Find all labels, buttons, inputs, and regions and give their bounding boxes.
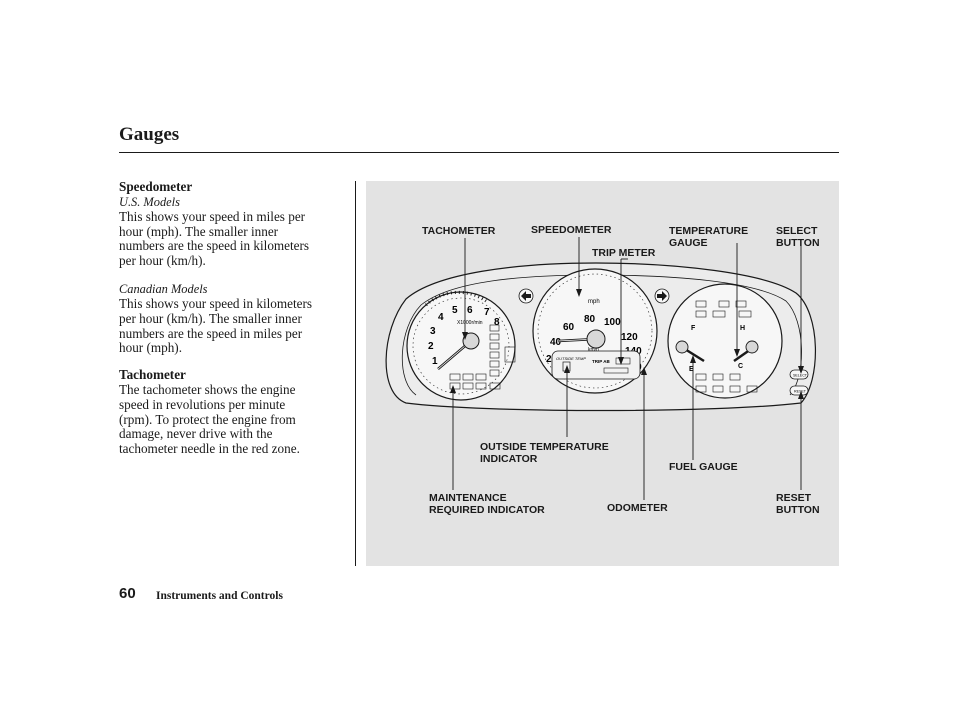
callout-temperature-gauge: TEMPERATURE (669, 225, 748, 237)
speed-number: 100 (604, 317, 621, 328)
fuel-e-label: E (689, 366, 694, 373)
speedometer-gauge: 20 40 60 80 100 120 140 160 mph km/h OUT… (532, 268, 658, 394)
title-rule (119, 152, 839, 153)
text-line: (rpm). To protect the engine from (119, 411, 296, 427)
callout-select-button: BUTTON (776, 237, 820, 249)
callout-trip-meter: TRIP METER (592, 247, 656, 259)
speed-number: 80 (584, 314, 596, 325)
text-line: hour (mph). (119, 340, 182, 356)
turn-signal-right-icon (654, 288, 670, 304)
speed-unit-mph: mph (588, 299, 600, 305)
svg-text:SELECT: SELECT (793, 374, 808, 378)
fuel-hub (675, 340, 689, 354)
tach-hub (462, 332, 480, 350)
text-line: per hour (km/h). The smaller inner (119, 310, 302, 326)
callout-reset-button: RESET (776, 492, 812, 504)
warning-lights-left (449, 324, 516, 390)
svg-text:RESET: RESET (794, 390, 807, 394)
temp-h-label: H (740, 325, 745, 332)
speed-number: 60 (563, 322, 575, 333)
trip-label: TRIP AB (592, 359, 611, 364)
canadian-models-label: Canadian Models (119, 281, 208, 296)
callout-outside-temp: OUTSIDE TEMPERATURE (480, 441, 609, 453)
fuel-temp-gauge: F E H C (667, 283, 783, 399)
text-line: speed in revolutions per minute (119, 396, 286, 412)
us-models-label: U.S. Models (119, 194, 180, 209)
callout-lines (452, 237, 802, 500)
callout-outside-temp: INDICATOR (480, 453, 538, 465)
tach-number: 8 (494, 317, 500, 328)
fuel-f-label: F (691, 325, 696, 332)
temp-c-label: C (738, 363, 743, 370)
tach-number: 2 (428, 341, 434, 352)
speed-hub (586, 329, 606, 349)
speedometer-heading: Speedometer (119, 179, 193, 194)
page-number: 60 (119, 585, 136, 602)
text-line: damage, never drive with the (119, 426, 273, 442)
callout-select-button: SELECT (776, 225, 818, 237)
speed-number: 120 (621, 332, 638, 343)
speedometer-canada-text: This shows your speed in kilometers per … (119, 295, 351, 356)
section-name: Instruments and Controls (156, 590, 283, 602)
text-line: The tachometer shows the engine (119, 381, 296, 397)
tachometer-heading: Tachometer (119, 367, 186, 383)
reset-button[interactable]: RESET (789, 385, 809, 396)
callout-tachometer: TACHOMETER (422, 225, 496, 237)
text-line: per hour (km/h). (119, 253, 206, 269)
text-line: numbers are the speed in kilometers (119, 238, 310, 254)
callout-maintenance: REQUIRED INDICATOR (429, 504, 545, 516)
speed-unit-kmh: km/h (588, 347, 599, 353)
column-divider (355, 181, 356, 566)
left-column: Speedometer U.S. Models This shows your … (119, 179, 351, 457)
outside-temp-label: OUTSIDE TEMP (556, 356, 586, 361)
tach-number: 5 (452, 305, 458, 316)
callout-arrowheads (450, 289, 804, 399)
instrument-panel-figure: 1 2 3 4 5 6 7 8 X1000r/min (366, 181, 839, 566)
speed-number: 40 (550, 337, 562, 348)
tach-number: 4 (438, 312, 444, 323)
callout-temperature-gauge: GAUGE (669, 237, 708, 249)
tach-number: 7 (484, 307, 490, 318)
temp-hub (745, 340, 759, 354)
tach-unit: X1000r/min (457, 320, 483, 326)
text-line: tachometer needle in the red zone. (119, 441, 300, 457)
text-line: This shows your speed in kilometers (119, 295, 313, 311)
text-line: This shows your speed in miles per (119, 208, 306, 224)
tach-number: 1 (432, 356, 438, 367)
select-button[interactable]: SELECT (789, 369, 809, 380)
callout-labels: TACHOMETER SPEEDOMETER TRIP METER TEMPER… (422, 224, 820, 516)
text-line: hour (mph). The smaller inner (119, 223, 279, 239)
tachometer-text: The tachometer shows the engine speed in… (119, 381, 351, 457)
tachometer-gauge: 1 2 3 4 5 6 7 8 X1000r/min (406, 290, 516, 401)
turn-signal-left-icon (518, 288, 534, 304)
tach-number: 6 (467, 305, 473, 316)
callout-speedometer: SPEEDOMETER (531, 224, 612, 236)
callout-reset-button: BUTTON (776, 504, 820, 516)
callout-fuel-gauge: FUEL GAUGE (669, 461, 738, 473)
speedometer-us-text: This shows your speed in miles per hour … (119, 208, 351, 269)
callout-maintenance: MAINTENANCE (429, 492, 507, 504)
tach-number: 3 (430, 326, 436, 337)
page-title: Gauges (119, 124, 180, 145)
text-line: numbers are the speed in miles per (119, 325, 303, 341)
callout-odometer: ODOMETER (607, 502, 668, 514)
